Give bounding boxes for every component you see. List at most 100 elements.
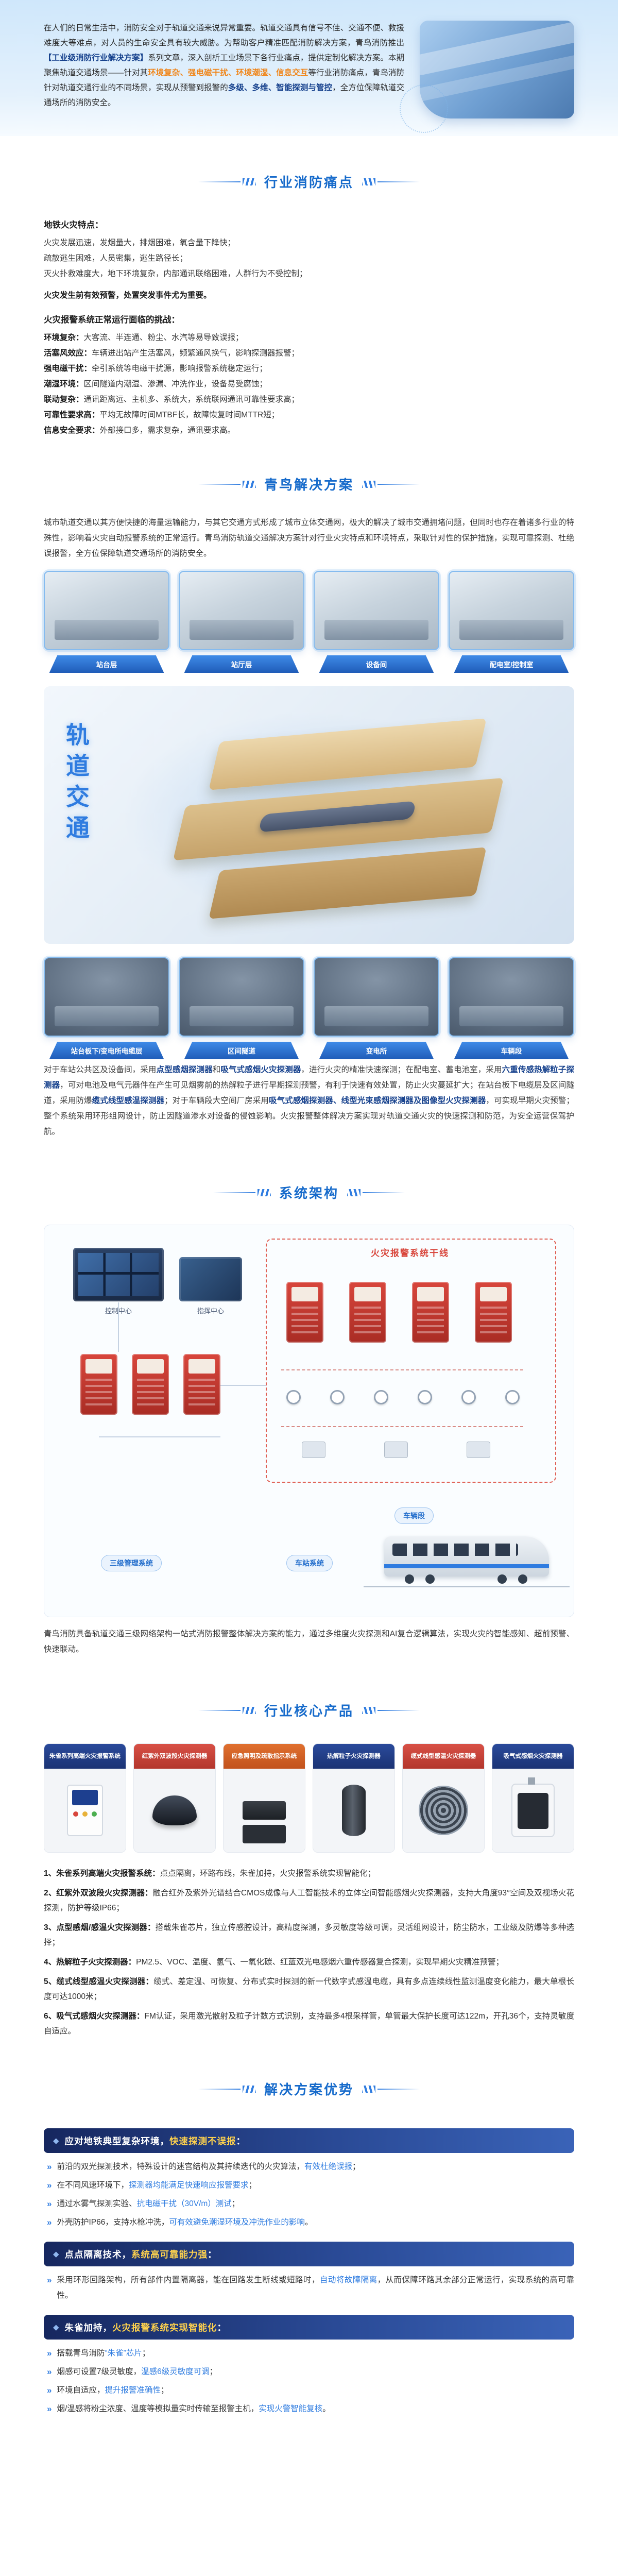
advantage-bar: ◆ 朱雀加持，火灾报警系统实现智能化： [44,2315,574,2340]
track-line [364,1586,570,1587]
hero-text-2: 系列文章，深入剖析工业场景下各行业痛点，提供定制化解决方案。本期聚焦轨道交通场景… [44,54,404,77]
advantage-bar: ◆ 应对地铁典型复杂环境，快速探测不误报： [44,2128,574,2153]
detail-text: ，进行火灾的精准快速探测；在配电室、蓄电池室，采用 [301,1065,502,1074]
product-card: 缆式线型感温火灾探测器 [402,1743,485,1853]
arrow-icon: » [47,2180,52,2190]
header-wing-left-icon [213,1189,271,1196]
bus-line [99,1436,220,1437]
fire-alarm-cabinet-icon [475,1282,512,1343]
detector-dome-icon [152,1795,197,1825]
scene-image-cable-layer [44,957,169,1037]
fire-alarm-cabinet-icon [132,1354,169,1415]
challenge-label: 活塞风效应： [44,349,92,358]
product-name: 4、热解粒子火灾探测器： [44,1958,136,1967]
bullet-text: 前沿的双光探测技术，特殊设计的迷宫结构及其持续迭代的火灾算法， [57,2162,304,2171]
scene-image-equipment-room [314,571,439,650]
scene-row-bottom: 站台板下/变电所电缆层 区间隧道 变电所 车辆段 [44,957,574,1059]
challenge-item: 活塞风效应：车辆进出站产生活塞风，频繁通风换气，影响探测器报警； [44,346,574,361]
scene-image-hall-level [179,571,304,650]
challenge-text: 大客流、半连通、粉尘、水汽等易导致误报； [83,333,244,342]
advantage-bar-text: 点点隔离技术， [64,2249,132,2260]
section-title-architecture: 系统架构 [279,1185,339,1201]
bullet-text: 。 [304,2218,313,2227]
product-card-title: 朱雀系列高端火灾报警系统 [44,1744,126,1769]
product-name: 2、红紫外双波段火灾探测器： [44,1889,153,1897]
challenge-item: 联动复杂：通讯距离远、主机多、系统大，系统联网通讯可靠性要求高； [44,392,574,408]
product-card-title: 吸气式感烟火灾探测器 [492,1744,574,1769]
hero-paragraph: 在人们的日常生活中，消防安全对于轨道交通来说异常重要。轨道交通具有信号不佳、交通… [44,21,404,110]
bullet-text: 烟感可设置7级灵敏度， [57,2367,142,2376]
advantage-bar: ◆ 点点隔离技术，系统高可靠能力强： [44,2242,574,2266]
metro-fire-point: 疏散逃生困难，人员密集，逃生路径长； [44,254,188,263]
product-card: 热解粒子火灾探测器 [313,1743,395,1853]
advantage-bullet: »前沿的双光探测技术，特殊设计的迷宫结构及其持续迭代的火灾算法，有效杜绝误报； [47,2159,574,2175]
advantage-bullet: » 烟感可设置7级灵敏度，温感6级灵敏度可调； [47,2364,574,2380]
star-icon: ◆ [53,2250,60,2259]
header-wing-left-icon [198,1706,256,1714]
bullet-text: ； [231,2199,240,2208]
section-header-architecture: 系统架构 [0,1183,618,1202]
section-title-pain: 行业消防痛点 [264,175,354,190]
challenge-label: 强电磁干扰： [44,364,92,373]
train-icon [384,1536,549,1577]
bullet-text: 在不同风速环境下， [57,2181,129,2190]
challenge-item: 强电磁干扰：牵引系统等电磁干扰源，影响报警系统稳定运行； [44,361,574,377]
product-image [134,1769,215,1852]
smoke-detector-icon [418,1390,432,1404]
header-wing-right-icon [362,2086,420,2093]
train-wheel-icon [405,1574,414,1584]
detail-product: 六重传感热解粒子探测器 [44,1065,574,1090]
challenge-text: 平均无故障时间MTBF长，故障恢复时间MTTR短； [99,411,280,419]
train-wheel-icon [497,1574,507,1584]
metro-fire-point: 火灾发展迅速，发烟量大，排烟困难，氧含量下降快； [44,239,236,247]
trunk-bus-line [281,1426,523,1427]
bullet-text: 采用环形回路架构，所有部件内置隔离器，能在回路发生断线或短路时， [57,2276,320,2284]
particle-detector-icon [342,1785,366,1836]
metro-fire-title: 地铁火灾特点： [44,221,104,230]
solution-section: 城市轨道交通以其方便快捷的海量运输能力，与其它交通方式形成了城市立体交通网，极大… [44,512,574,1147]
product-card-title: 热解粒子火灾探测器 [313,1744,394,1769]
trunk-dashed-box [266,1239,556,1483]
arrow-icon: » [47,2367,52,2377]
advantage-bar-highlight: 快速探测不误报 [169,2136,236,2146]
aspirating-detector-icon [511,1777,555,1837]
challenge-title: 火灾报警系统正常运行面临的挑战： [44,315,180,325]
advantage-bullet: »在不同风速环境下，探测器均能满足快速响应报警要求； [47,2178,574,2193]
arrow-icon: » [47,2275,52,2285]
header-wing-right-icon [347,1189,405,1196]
bullet-highlight: 自动将故障隔离 [319,2276,377,2284]
scene-image-substation [314,957,439,1037]
section-title-products: 行业核心产品 [264,1703,354,1719]
bullet-text: ； [209,2367,218,2376]
detail-text: ，可实现早期火灾预警；整个系统采用环形组网设计，防止因隧道渗水对设备的侵蚀影响。… [44,1096,574,1136]
pain-section: 地铁火灾特点： 火灾发展迅速，发烟量大，排烟困难，氧含量下降快； 疏散逃生困难，… [44,210,574,438]
advantage-bar-text: 应对地铁典型复杂环境， [64,2136,170,2146]
advantage-bar-text: ： [208,2249,217,2260]
advantage-bar-text: ： [217,2322,227,2333]
alarm-panel-icon [67,1785,103,1836]
architecture-caption: 青鸟消防具备轨道交通三级网络架构一站式消防报警整体解决方案的能力，通过多维度火灾… [44,1630,574,1654]
smoke-detector-icon [461,1390,476,1404]
bullet-highlight: 温感6级灵敏度可调 [141,2367,210,2376]
bus-line [220,1385,266,1386]
emergency-lighting-icon [243,1801,286,1820]
header-wing-right-icon [362,481,420,488]
bullet-text: ； [161,2386,169,2395]
product-desc: 点点隔离，环路布线，朱雀加持，火灾报警系统实现智能化； [160,1869,376,1878]
section-header-advantages: 解决方案优势 [0,2079,618,2098]
hero-text-3: 等行业消防痛点，青鸟消防针对轨道交通行业的不同场景，实现从预警到报警的 [44,69,404,92]
solution-intro-paragraph: 城市轨道交通以其方便快捷的海量运输能力，与其它交通方式形成了城市立体交通网，极大… [44,518,574,558]
advantage-bullet: »外壳防护IP66，支持水枪冲洗，可有效避免潮湿环境及冲洗作业的影响。 [47,2215,574,2230]
product-card: 吸气式感烟火灾探测器 [492,1743,574,1853]
cable-coil-icon [419,1786,468,1835]
solution-detail-paragraph: 对于车站公共区及设备间，采用点型感烟探测器和吸气式感烟火灾探测器，进行火灾的精准… [44,1062,574,1140]
bullet-highlight: 探测器均能满足快速响应报警要求 [128,2181,249,2190]
scene-caption: 设备间 [319,655,434,673]
train-wheel-icon [425,1574,435,1584]
challenge-label: 联动复杂： [44,395,84,404]
smoke-detector-icon [330,1390,345,1404]
bullet-text: ； [352,2162,360,2171]
smoke-detector-icon [505,1390,520,1404]
product-list-item: 6、吸气式感烟火灾探测器：FM认证，采用激光散射及粒子计数方式识别，支持最多4根… [44,2009,574,2039]
detail-text: 对于车站公共区及设备间，采用 [44,1065,157,1074]
